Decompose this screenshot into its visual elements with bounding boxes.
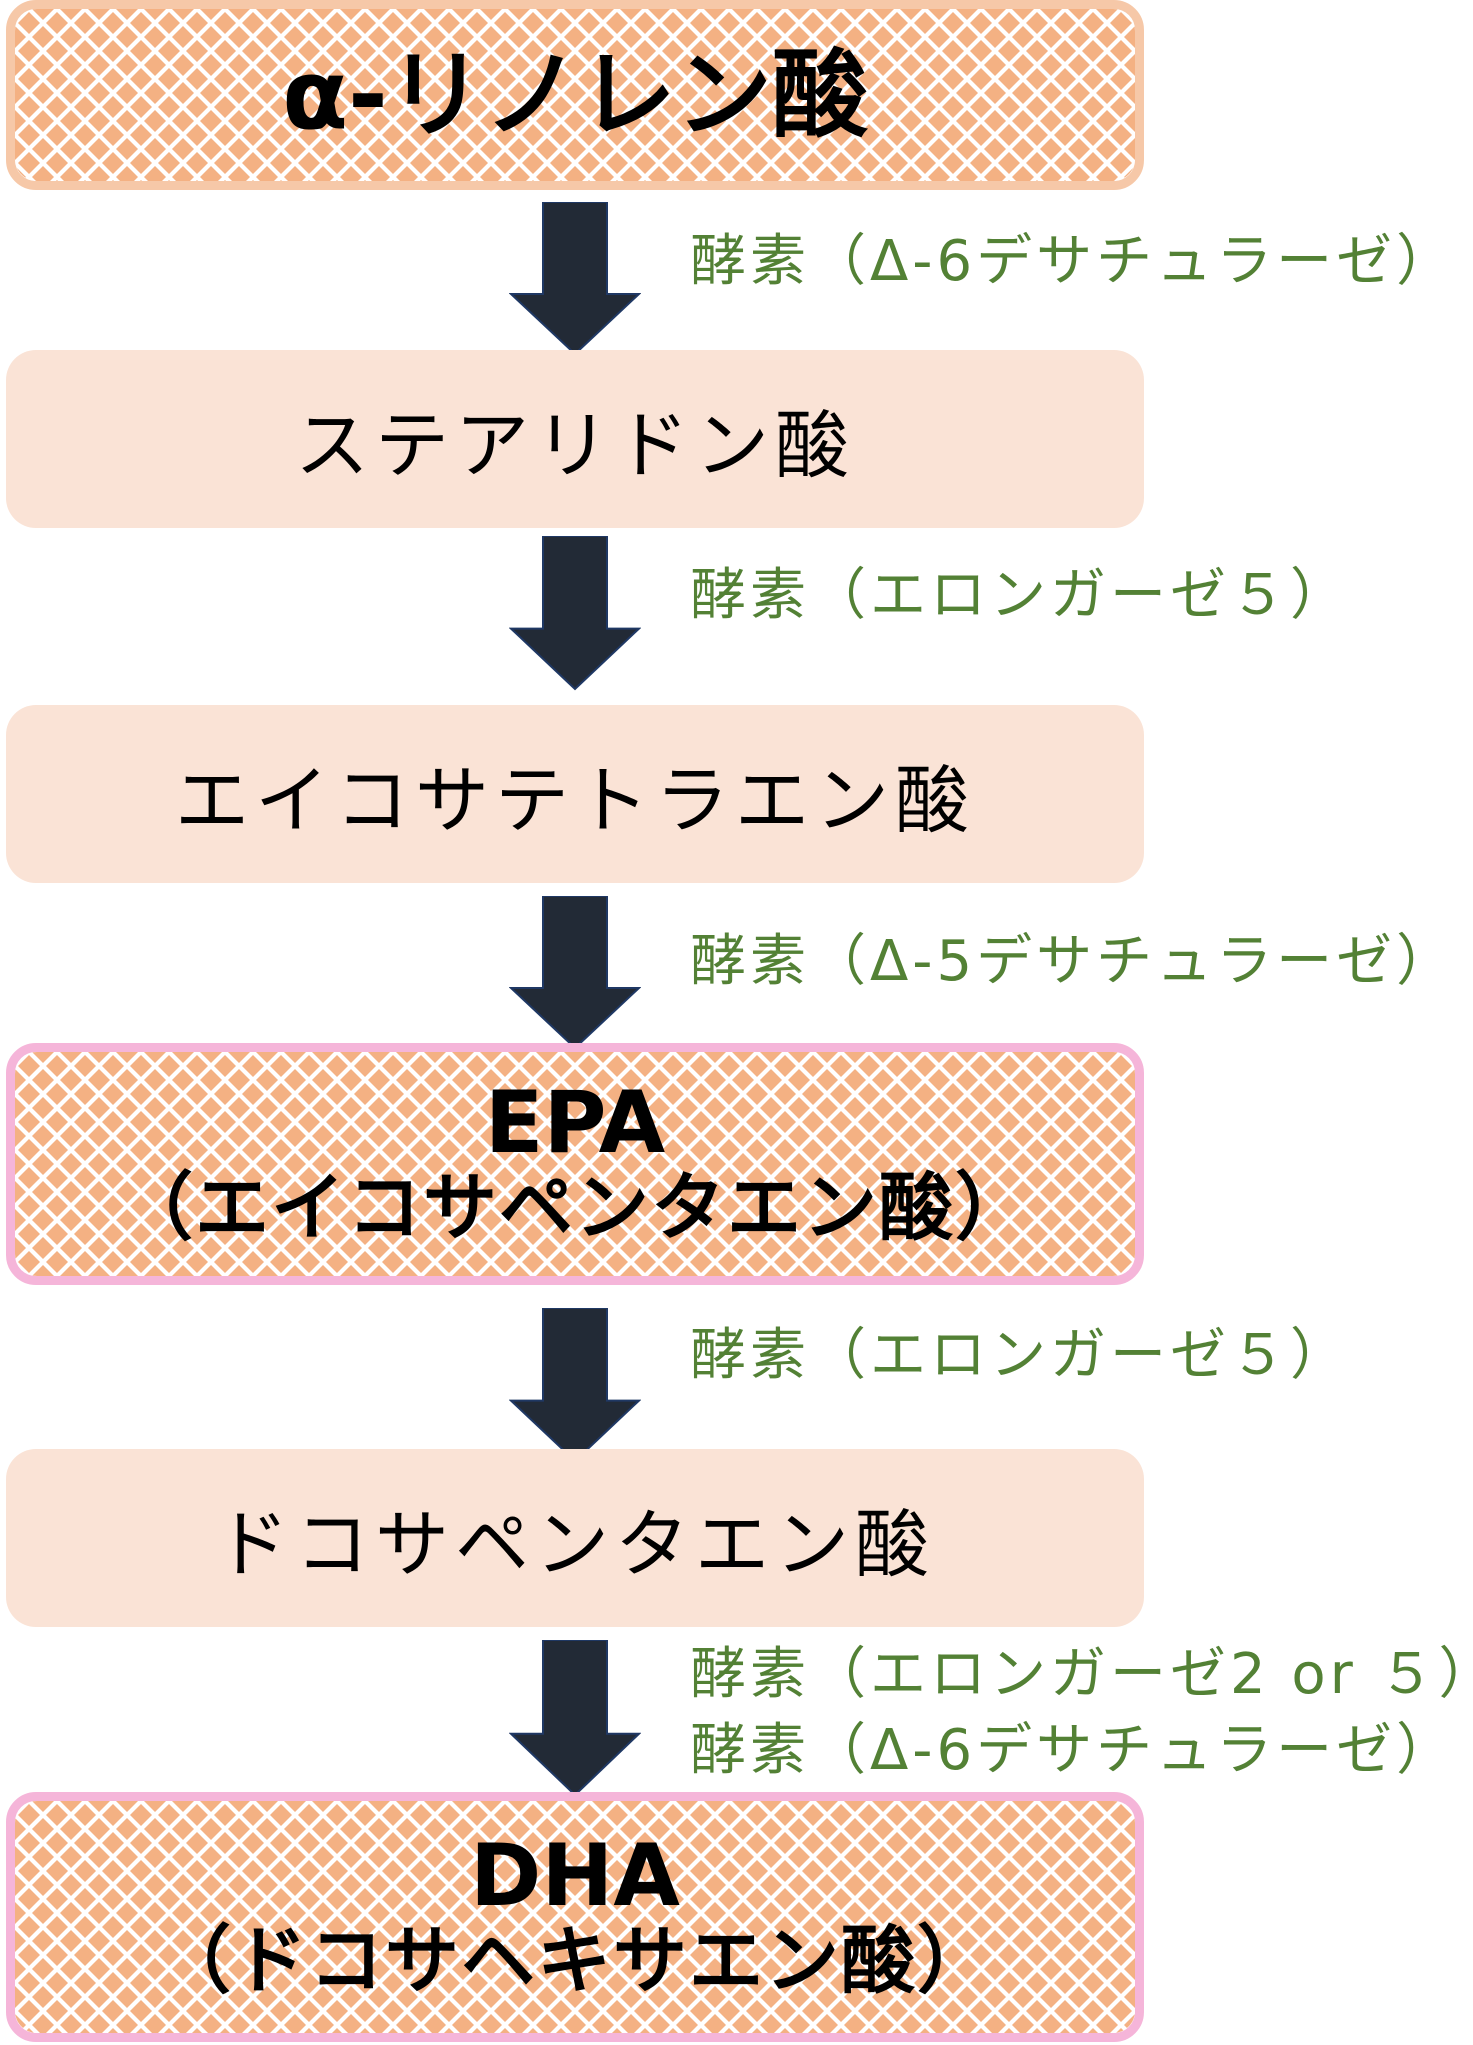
- down-arrow-icon: [509, 896, 641, 1050]
- step-sublabel: （ドコサヘキサエン酸）: [157, 1918, 993, 2005]
- down-arrow-icon: [509, 202, 641, 356]
- down-arrow-icon: [509, 1640, 641, 1797]
- diamond-pattern: [15, 9, 1135, 181]
- step-sublabel: （エイコサペンタエン酸）: [119, 1165, 1031, 1252]
- step-alpha-linolenic-acid: α-リノレン酸: [6, 0, 1144, 190]
- step-eicosatetraenoic-acid: エイコサテトラエン酸: [6, 705, 1144, 883]
- enzyme-line: 酵素（エロンガーゼ５）: [690, 1323, 1350, 1388]
- enzyme-line: 酵素（Δ-6デサチュラーゼ）: [690, 229, 1457, 294]
- step-label: エイコサテトラエン酸: [175, 757, 975, 844]
- enzyme-line: 酵素（エロンガーゼ５）: [690, 563, 1350, 628]
- enzyme-label: 酵素（Δ-5デサチュラーゼ）: [690, 926, 1456, 999]
- enzyme-label: 酵素（エロンガーゼ2 or ５） 酵素（Δ-6デサチュラーゼ）: [690, 1637, 1473, 1788]
- step-label: ステアリドン酸: [295, 402, 855, 489]
- enzyme-label: 酵素（Δ-6デサチュラーゼ）: [690, 226, 1456, 299]
- step-label: α-リノレン酸: [282, 38, 868, 151]
- step-label: DHA: [470, 1826, 680, 1927]
- diamond-pattern: [15, 1052, 1135, 1276]
- down-arrow-icon: [509, 536, 641, 691]
- enzyme-label: 酵素（エロンガーゼ５）: [690, 560, 1350, 633]
- step-docosapentaenoic-acid: ドコサペンタエン酸: [6, 1449, 1144, 1627]
- step-label: EPA: [484, 1073, 666, 1174]
- enzyme-line: 酵素（Δ-6デサチュラーゼ）: [690, 1717, 1457, 1783]
- step-dha: DHA （ドコサヘキサエン酸）: [6, 1792, 1144, 2042]
- down-arrow-icon: [509, 1308, 641, 1463]
- step-epa: EPA （エイコサペンタエン酸）: [6, 1043, 1144, 1285]
- enzyme-label: 酵素（エロンガーゼ５）: [690, 1320, 1350, 1393]
- step-label: ドコサペンタエン酸: [215, 1501, 935, 1588]
- enzyme-line: 酵素（エロンガーゼ2 or ５）: [690, 1642, 1473, 1707]
- diamond-pattern: [15, 1801, 1135, 2033]
- step-stearidonic-acid: ステアリドン酸: [6, 350, 1144, 528]
- enzyme-line: 酵素（Δ-5デサチュラーゼ）: [690, 929, 1457, 994]
